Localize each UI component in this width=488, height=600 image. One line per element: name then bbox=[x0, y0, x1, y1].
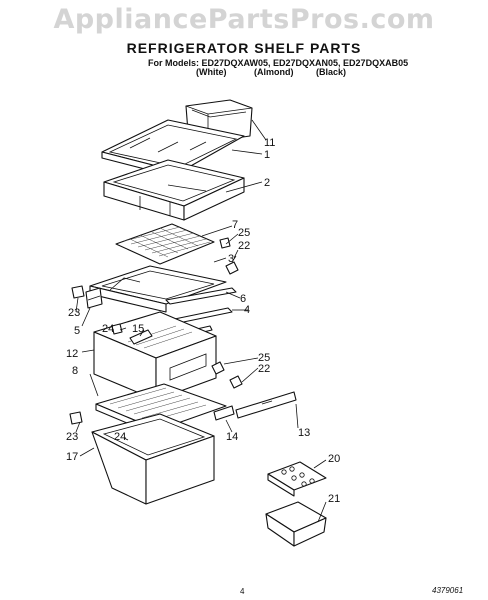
part-3-shelf-bracket bbox=[89, 265, 227, 313]
part-13-control-plate bbox=[235, 391, 297, 419]
part-6-rail bbox=[165, 287, 237, 305]
part-23-clip-lower bbox=[69, 411, 83, 425]
callout-17: 17 bbox=[66, 451, 78, 463]
document-number: 4379061 bbox=[432, 586, 464, 595]
callout-6: 6 bbox=[240, 293, 246, 305]
part-20-egg-tray bbox=[267, 461, 327, 497]
callout-21: 21 bbox=[328, 493, 340, 505]
watermark: AppliancePartsPros.com bbox=[53, 4, 435, 35]
callout-20: 20 bbox=[328, 453, 340, 465]
part-24-clip-upper bbox=[111, 323, 123, 335]
callout-11: 11 bbox=[264, 137, 275, 149]
callout-22-upper: 22 bbox=[238, 240, 250, 252]
callout-23-upper: 23 bbox=[68, 307, 80, 319]
part-7-grille-shelf bbox=[115, 223, 215, 265]
page-number: 4 bbox=[240, 587, 245, 596]
callout-1: 1 bbox=[264, 149, 270, 161]
callout-4: 4 bbox=[244, 304, 250, 316]
part-21-egg-bin bbox=[265, 501, 327, 547]
color-black: (Black) bbox=[316, 67, 347, 77]
color-almond: (Almond) bbox=[254, 67, 294, 77]
callout-12: 12 bbox=[66, 348, 78, 360]
part-14-bracket bbox=[213, 405, 235, 421]
callout-25-upper: 25 bbox=[238, 227, 250, 239]
callout-5: 5 bbox=[74, 325, 80, 337]
callout-7: 7 bbox=[232, 219, 238, 231]
part-2-shelf-frame bbox=[103, 159, 245, 221]
part-12-crisper bbox=[93, 311, 217, 401]
callout-25-lower: 25 bbox=[258, 352, 270, 364]
callout-15: 15 bbox=[132, 323, 144, 335]
part-17-crisper-pan bbox=[91, 413, 215, 505]
part-25-clip-lower bbox=[211, 361, 225, 375]
part-23-clip-upper bbox=[71, 285, 85, 299]
callout-2: 2 bbox=[264, 177, 270, 189]
part-22-clip-upper bbox=[225, 255, 239, 275]
callout-13: 13 bbox=[298, 427, 310, 439]
callout-3: 3 bbox=[228, 253, 234, 265]
page-title: REFRIGERATOR SHELF PARTS bbox=[126, 40, 362, 56]
callout-24-lower: 24 bbox=[114, 431, 126, 443]
callout-8: 8 bbox=[72, 365, 78, 377]
part-25-clip-upper bbox=[219, 237, 231, 249]
color-white: (White) bbox=[196, 67, 227, 77]
callout-24-upper: 24 bbox=[102, 323, 114, 335]
model-list: For Models: ED27DQXAW05, ED27DQXAN05, ED… bbox=[148, 58, 409, 68]
callout-23-lower: 23 bbox=[66, 431, 78, 443]
leader-lines bbox=[75, 119, 327, 523]
callout-22-lower: 22 bbox=[258, 363, 270, 375]
part-22-clip-lower bbox=[229, 375, 243, 389]
callout-14: 14 bbox=[226, 431, 238, 443]
part-5-side-bracket bbox=[85, 287, 103, 309]
